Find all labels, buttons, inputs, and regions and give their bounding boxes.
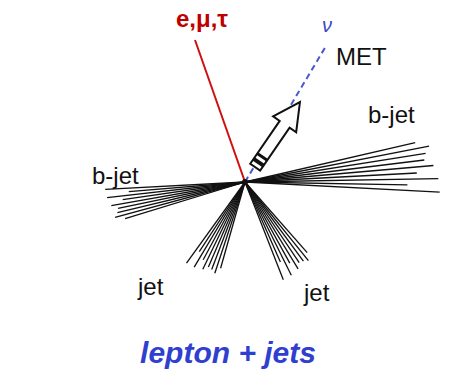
jet-track [187, 182, 246, 263]
vertex-dot [242, 179, 248, 185]
jet-track [194, 182, 245, 267]
jet-track [203, 182, 245, 269]
bjet-label: b-jet [368, 102, 415, 128]
jet-track [245, 182, 440, 192]
jet-track [245, 153, 426, 182]
jet-label: jet [138, 274, 163, 300]
neutrino-label: ν [322, 14, 332, 36]
jet-fans [105, 143, 440, 280]
met-label: MET [336, 44, 387, 70]
jet-track [245, 179, 438, 182]
jet-track [245, 182, 283, 280]
met-arrow-band [256, 152, 268, 161]
met-arrow-outline [244, 94, 312, 175]
lepton-track [195, 40, 245, 182]
lepton-label: e,μ,τ [176, 6, 228, 32]
jet-track [245, 182, 298, 269]
jet-label: jet [304, 280, 329, 306]
jet-track [245, 182, 308, 261]
bjet-label: b-jet [92, 163, 139, 189]
caption: lepton + jets [0, 336, 456, 370]
met-arrow [244, 94, 312, 175]
jet-track [245, 182, 291, 275]
